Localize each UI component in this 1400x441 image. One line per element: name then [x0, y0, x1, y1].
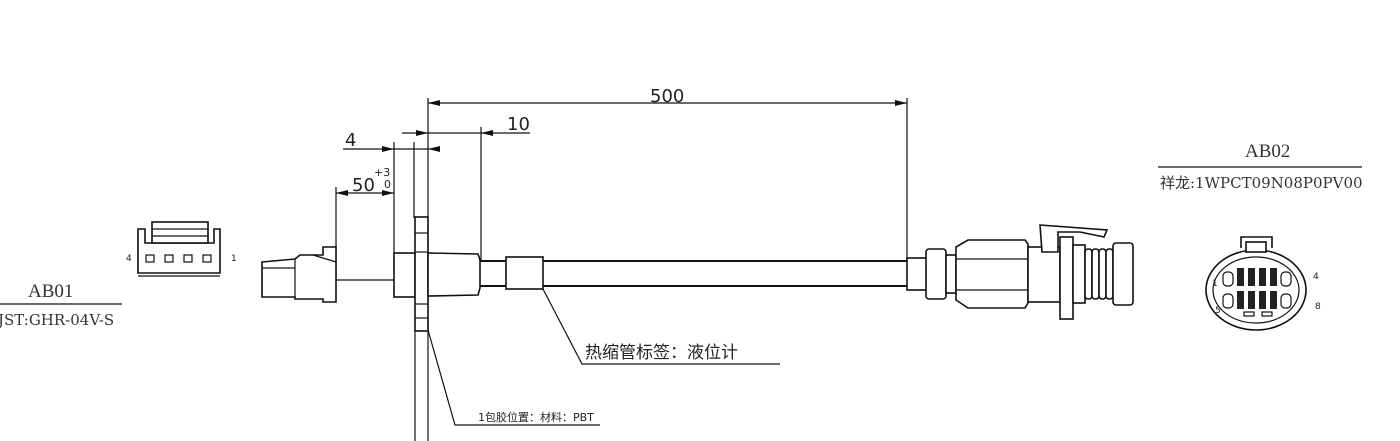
ab02-id: AB02	[1245, 141, 1290, 162]
dimension-10: 10	[402, 114, 530, 262]
ab02-pin-5: 5	[1215, 306, 1221, 316]
heat-shrink-note-text: 热缩管标签：液位计	[585, 343, 738, 363]
heat-shrink-label-sleeve	[505, 256, 544, 290]
dimension-50-tol-minus: 0	[384, 178, 391, 191]
dimension-10-label: 10	[507, 114, 530, 135]
connector-ab02: AB02 祥龙:1WPCT09N08P0PV00 1 4 5 8	[1158, 141, 1363, 331]
dimension-50-label: 50	[352, 175, 375, 196]
dimension-50: 50 +3 0	[335, 166, 394, 278]
dimension-500: 500	[427, 86, 908, 441]
ab02-pins	[1237, 268, 1277, 309]
right-connector-side	[906, 224, 1134, 320]
dimension-4: 4	[343, 130, 440, 255]
connector-ab01: 4 1 AB01 JST:GHR-04V-S	[0, 221, 237, 329]
ab02-part: 祥龙:1WPCT09N08P0PV00	[1160, 174, 1363, 192]
dimension-4-label: 4	[345, 130, 356, 151]
ab01-pin-1: 1	[231, 254, 237, 264]
heat-shrink-note: 热缩管标签：液位计	[542, 288, 780, 365]
ab02-pin-4: 4	[1313, 272, 1319, 282]
left-plug	[261, 246, 394, 303]
cable	[480, 256, 910, 290]
ab01-pin-4: 4	[126, 254, 132, 264]
dimension-500-label: 500	[650, 86, 684, 107]
flange-overmold	[393, 216, 481, 441]
overmold-note: 1包胶位置：材料：PBT	[427, 329, 600, 426]
dimension-50-tol-plus: +3	[374, 166, 390, 179]
ab02-pin-1: 1	[1212, 279, 1218, 289]
overmold-note-text: 1包胶位置：材料：PBT	[478, 410, 594, 424]
ab02-pin-8: 8	[1315, 302, 1321, 312]
ab01-id: AB01	[28, 281, 73, 302]
ab01-part: JST:GHR-04V-S	[0, 311, 114, 329]
